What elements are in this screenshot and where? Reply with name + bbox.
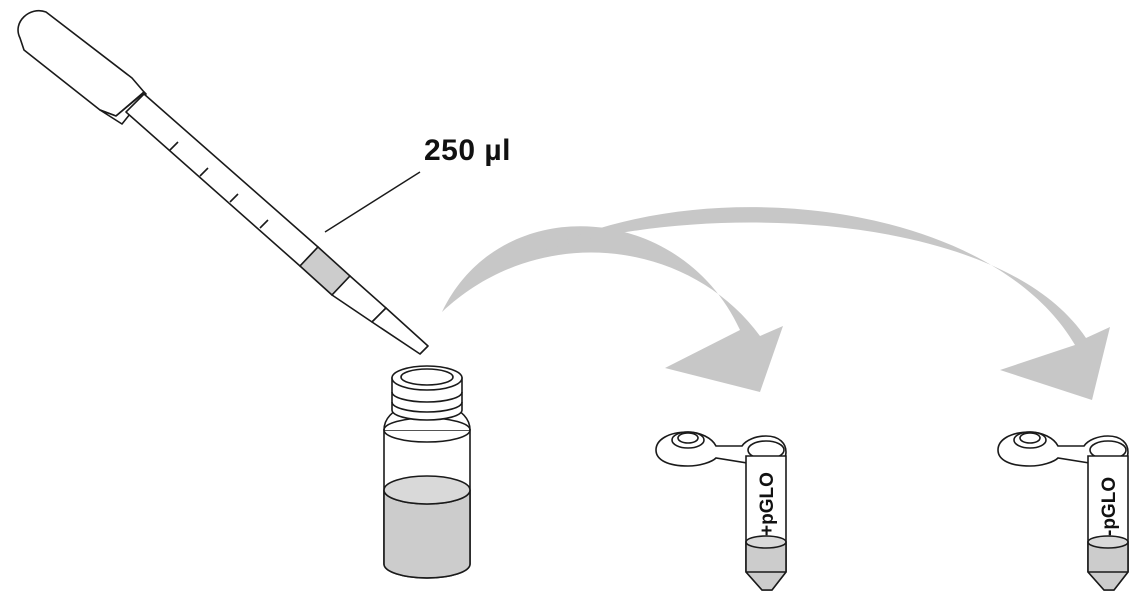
volume-leader-line [324,171,421,233]
tube-plus-label: +pGLO [757,472,778,536]
microtube-minus-icon [997,431,1129,591]
arrow-to-plus-tube-icon [442,226,783,392]
tube-minus-label: -pGLO [1099,477,1120,536]
arrow-to-minus-tube-icon [540,207,1110,400]
volume-label: 250 µl [424,134,512,167]
reagent-vial-icon [383,365,471,579]
transfer-pipette-icon [17,9,429,355]
microtube-plus-icon [655,431,787,591]
transfer-arrows [442,207,1110,400]
